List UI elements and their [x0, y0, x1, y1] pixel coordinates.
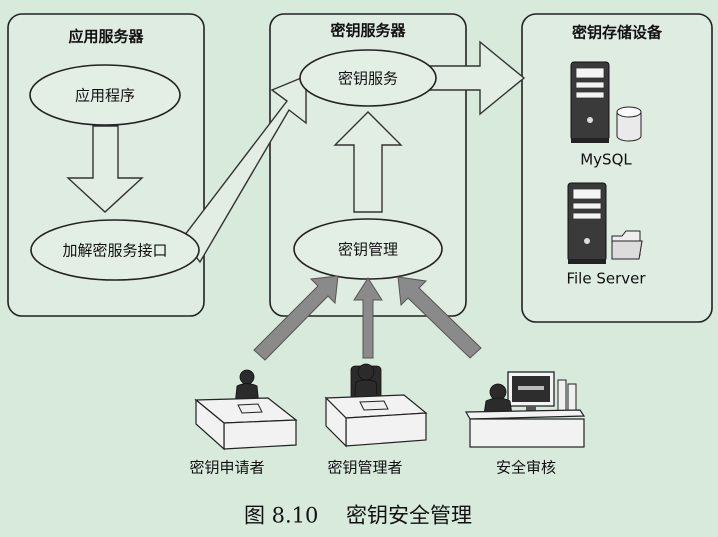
manager-label: 密钥管理者: [327, 459, 402, 477]
arrow-audit-to-management: [397, 276, 482, 359]
arrow-app-to-interface: [66, 125, 144, 213]
manager-desk-icon: [324, 363, 428, 448]
key-storage-title: 密钥存储设备: [572, 24, 663, 42]
applicant-label: 密钥申请者: [189, 459, 264, 477]
file-server-icon: [567, 182, 643, 264]
figure-caption: 图 8.10 密钥安全管理: [244, 504, 472, 528]
arrow-service-to-storage: [421, 40, 526, 116]
key-service-label: 密钥服务: [338, 70, 398, 88]
key-management-label: 密钥管理: [338, 241, 398, 259]
key-service-node: [299, 49, 437, 107]
encrypt-interface-label: 加解密服务接口: [62, 242, 167, 260]
audit-label: 安全审核: [496, 459, 556, 477]
app-server-title: 应用服务器: [68, 28, 144, 46]
app-program-label: 应用程序: [75, 87, 135, 105]
app-program-node: [29, 64, 181, 126]
arrow-applicant-to-management: [253, 275, 339, 361]
applicant-desk-icon: [194, 369, 298, 451]
file-server-label: File Server: [566, 270, 646, 288]
mysql-label: MySQL: [580, 151, 632, 169]
audit-workstation-icon: [464, 371, 586, 448]
encrypt-interface-node: [30, 219, 200, 281]
arrow-manager-to-management: [353, 277, 383, 359]
mysql-server-icon: [570, 61, 642, 143]
key-server-title: 密钥服务器: [330, 22, 406, 40]
arrow-management-to-service: [333, 111, 403, 213]
